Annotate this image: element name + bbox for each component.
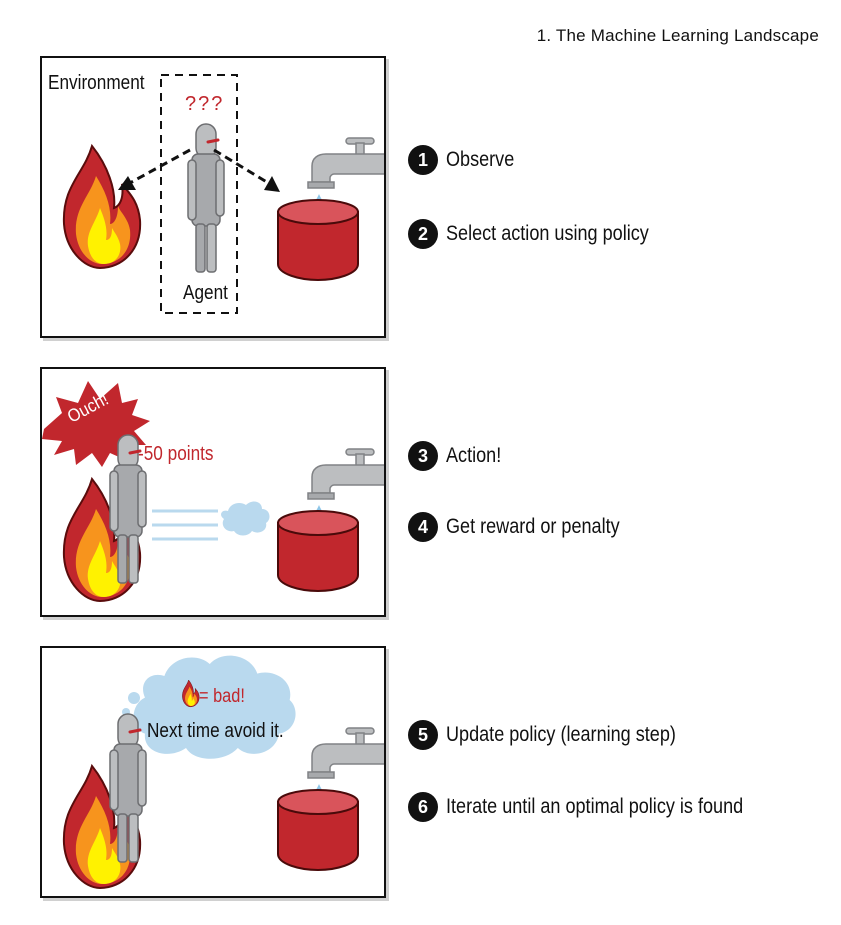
step-label: Action! [446, 444, 502, 467]
step-label: Select action using policy [446, 222, 649, 245]
learning-scene [62, 655, 384, 889]
agent-boundary [160, 74, 238, 314]
avoid-label: Next time avoid it. [147, 720, 284, 742]
question-marks: ??? [185, 93, 225, 115]
bucket-icon [277, 510, 359, 592]
arrow-head-left [118, 176, 136, 190]
step-number-badge: 3 [408, 441, 438, 471]
action-scene [42, 381, 384, 602]
environment-label: Environment [48, 72, 145, 94]
chapter-header: 1. The Machine Learning Landscape [536, 26, 819, 45]
robot-agent-icon [186, 122, 226, 274]
action-panel: Ouch! -50 points [40, 367, 386, 617]
step-number-badge: 2 [408, 219, 438, 249]
step-label: Observe [446, 148, 515, 171]
bad-label: = bad! [199, 686, 245, 707]
step-observe: 1 Observe [408, 143, 525, 177]
step-label: Iterate until an optimal policy is found [446, 795, 744, 818]
splash-cloud-icon [221, 501, 270, 536]
step-label: Get reward or penalty [446, 515, 620, 538]
faucet-icon [307, 137, 384, 189]
step-iterate: 6 Iterate until an optimal policy is fou… [408, 790, 792, 824]
agent-label: Agent [183, 282, 228, 304]
step-number-badge: 1 [408, 145, 438, 175]
observe-scene [62, 74, 384, 314]
arrow-to-bucket [213, 148, 271, 186]
step-number-badge: 5 [408, 720, 438, 750]
step-label: Update policy (learning step) [446, 723, 676, 746]
arrow-to-fire [127, 148, 191, 186]
faucet-icon [307, 727, 384, 779]
bucket-icon [277, 199, 359, 281]
observe-panel: Environment ??? Agent [40, 56, 386, 338]
step-number-badge: 6 [408, 792, 438, 822]
step-reward: 4 Get reward or penalty [408, 510, 648, 544]
faucet-icon [307, 448, 384, 500]
step-update-policy: 5 Update policy (learning step) [408, 718, 713, 752]
step-number-badge: 4 [408, 512, 438, 542]
thought-bubble-dot [128, 692, 140, 704]
arrow-head-right [264, 176, 280, 192]
step-action: 3 Action! [408, 439, 510, 473]
step-select-action: 2 Select action using policy [408, 217, 682, 251]
fire-icon [62, 145, 142, 269]
bucket-icon [277, 789, 359, 871]
learning-panel: = bad! Next time avoid it. [40, 646, 386, 898]
points-label: -50 points [138, 443, 214, 465]
